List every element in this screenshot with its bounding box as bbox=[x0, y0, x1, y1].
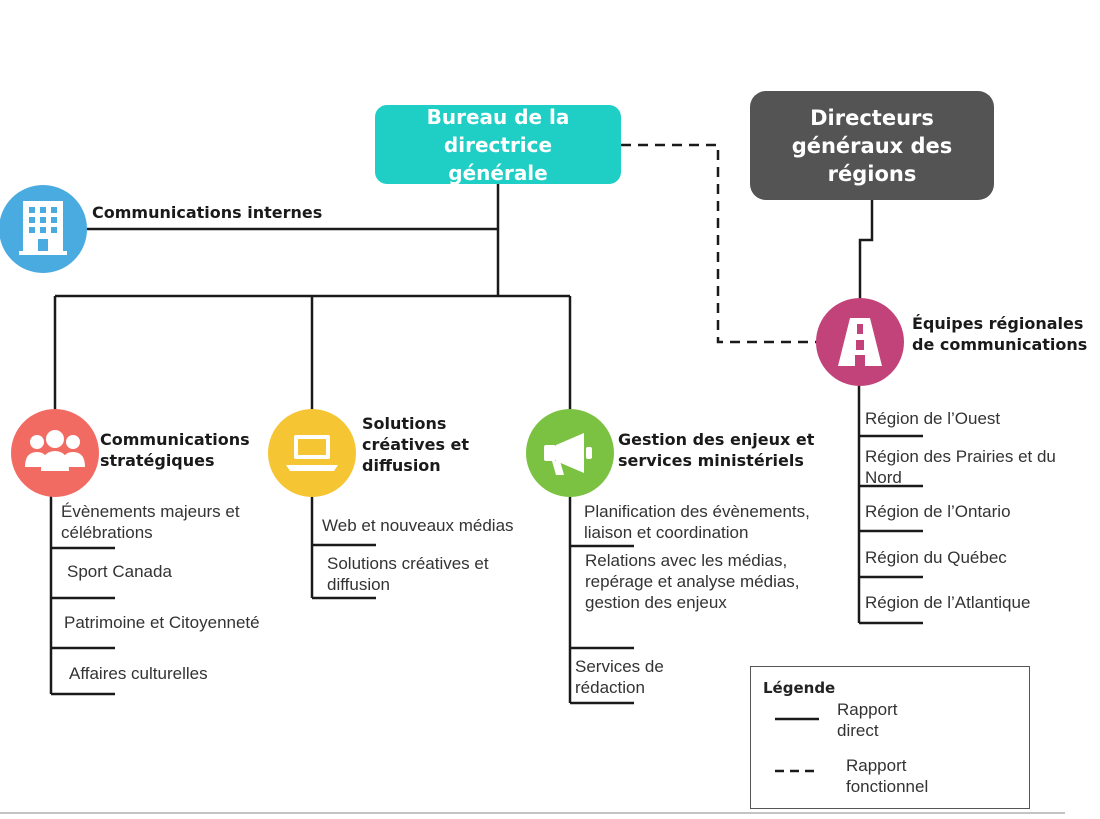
branch-comms-strategiques-title: Communications stratégiques bbox=[100, 430, 250, 470]
building-icon bbox=[19, 201, 67, 255]
legend-box: Légende Rapport direct Rapport fonctionn… bbox=[750, 666, 1030, 809]
list-item: Région des Prairies et du Nord bbox=[865, 447, 1056, 487]
communications-internes-label: Communications internes bbox=[92, 203, 323, 222]
list-item: Relations avec les médias, repérage et a… bbox=[585, 551, 800, 612]
megaphone-icon bbox=[544, 433, 592, 475]
bureau-directrice-box: Bureau de la directrice générale bbox=[375, 104, 621, 185]
legend-direct-label: Rapport direct bbox=[837, 700, 898, 740]
branch-solutions-creatives-node bbox=[268, 409, 356, 497]
legend-direct-line bbox=[775, 717, 819, 721]
branch-gestion-enjeux-node bbox=[526, 409, 614, 497]
directeurs-generaux-label: Directeurs généraux des régions bbox=[791, 105, 953, 186]
list-item: Évènements majeurs et célébrations bbox=[61, 502, 240, 542]
branch-gestion-enjeux-title: Gestion des enjeux et services ministéri… bbox=[618, 430, 815, 470]
list-item: Patrimoine et Citoyenneté bbox=[64, 613, 260, 632]
laptop-icon bbox=[286, 435, 338, 471]
list-item: Web et nouveaux médias bbox=[322, 516, 514, 535]
legend-functional-line bbox=[775, 769, 819, 773]
regional-teams-node bbox=[816, 298, 904, 386]
list-item: Région de l’Atlantique bbox=[865, 593, 1031, 612]
road-icon bbox=[838, 318, 882, 366]
branch-comms-strategiques-node bbox=[11, 409, 99, 497]
list-item: Affaires culturelles bbox=[69, 664, 208, 683]
people-group-icon bbox=[25, 430, 85, 471]
bureau-directrice-label: Bureau de la directrice générale bbox=[426, 104, 570, 185]
internal-comms-node bbox=[0, 185, 87, 273]
regional-teams-title: Équipes régionales de communications bbox=[912, 314, 1088, 354]
list-item: Solutions créatives et diffusion bbox=[327, 554, 489, 594]
directeurs-generaux-box: Directeurs généraux des régions bbox=[750, 91, 994, 200]
legend-functional-label: Rapport fonctionnel bbox=[846, 756, 929, 796]
list-item: Région du Québec bbox=[865, 548, 1007, 567]
list-item: Planification des évènements, liaison et… bbox=[584, 502, 810, 542]
list-item: Services de rédaction bbox=[575, 657, 664, 697]
branch-solutions-creatives-title: Solutions créatives et diffusion bbox=[362, 414, 470, 475]
list-item: Région de l’Ontario bbox=[865, 502, 1011, 521]
list-item: Région de l’Ouest bbox=[865, 409, 1001, 428]
list-item: Sport Canada bbox=[67, 562, 172, 581]
legend-title: Légende bbox=[763, 679, 836, 697]
